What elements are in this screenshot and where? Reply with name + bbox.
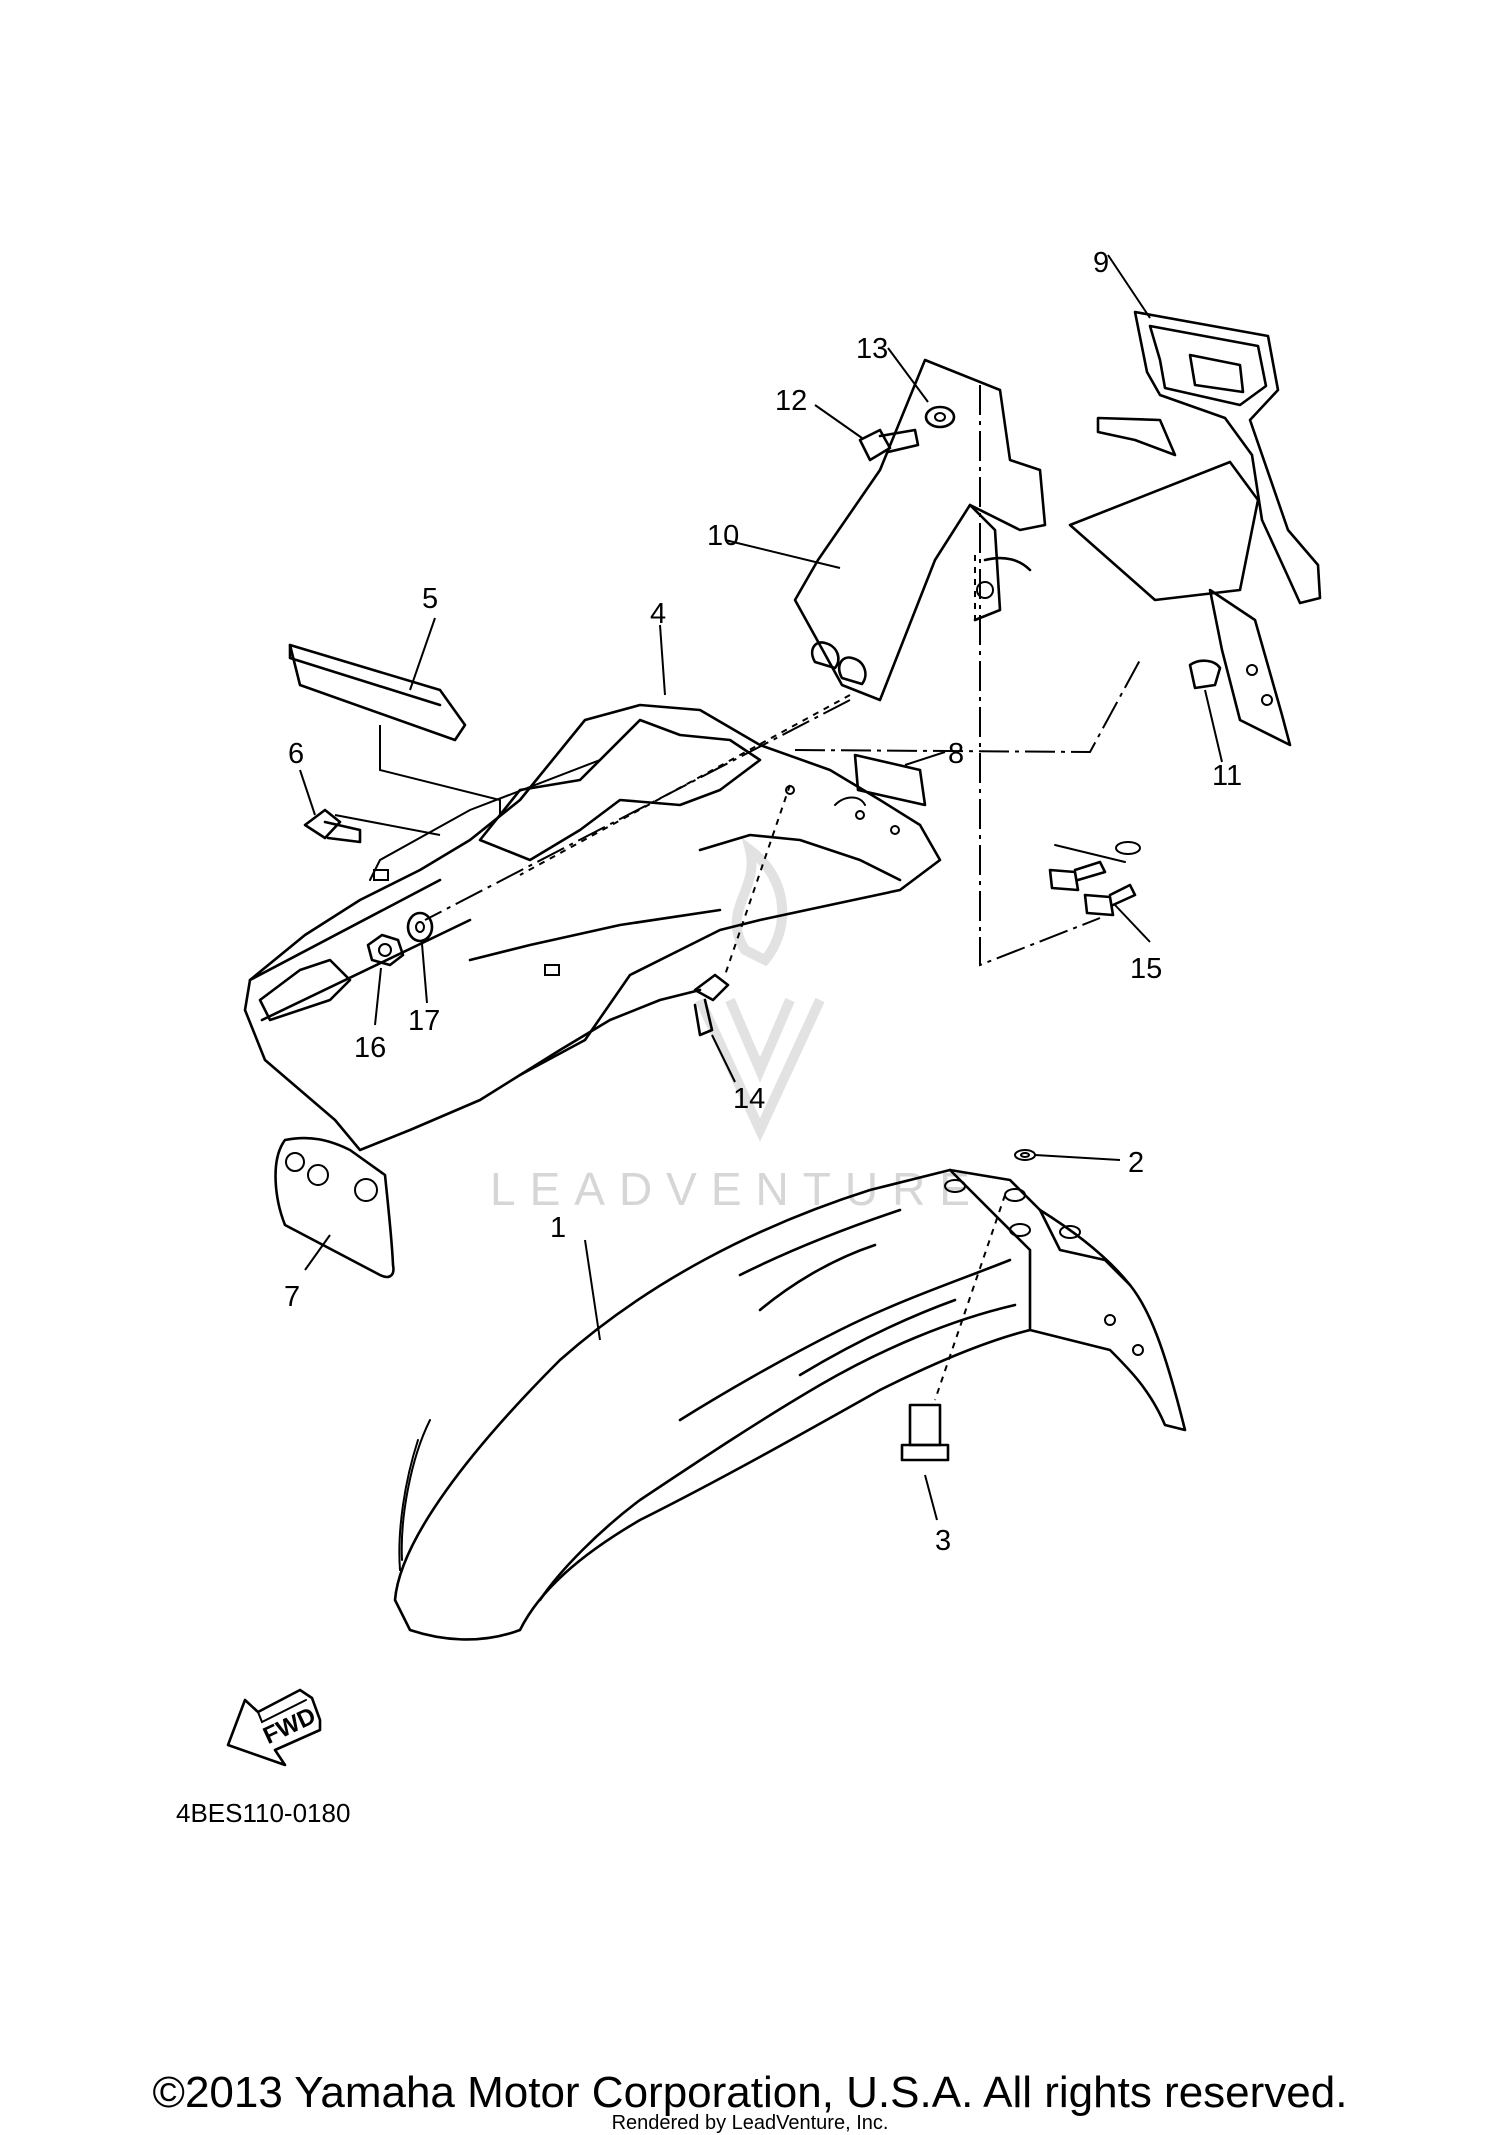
part-2-washer [1014, 1149, 1036, 1161]
part-6-bolt [303, 808, 362, 844]
callout-7: 7 [284, 1281, 300, 1313]
watermark-logo [695, 837, 825, 1142]
callout-6: 6 [288, 738, 304, 770]
watermark-text: LEADVENTURE [490, 1163, 984, 1215]
part-7-side-plate [274, 1136, 395, 1279]
part-13-collar [924, 405, 956, 429]
part-14-bolt [693, 973, 730, 1037]
callout-17: 17 [408, 1005, 440, 1037]
part-10-fender-extension [793, 358, 1047, 702]
callout-4: 4 [650, 598, 666, 630]
callout-3: 3 [935, 1525, 951, 1557]
callout-11: 11 [1212, 760, 1242, 792]
callout-13: 13 [856, 333, 888, 365]
assembly-lines [334, 385, 1141, 1401]
part-16-nut [366, 933, 405, 967]
callout-16: 16 [354, 1032, 386, 1064]
callout-labels: 1 2 3 4 5 6 7 8 9 10 11 12 13 14 15 16 1… [284, 247, 1242, 1557]
part-12-bolt [858, 428, 920, 462]
callout-12: 12 [775, 385, 807, 417]
callout-15: 15 [1130, 953, 1162, 985]
part-11-grommet [1188, 659, 1222, 690]
copyright-notice: ©2013 Yamaha Motor Corporation, U.S.A. A… [152, 2068, 1348, 2117]
part-9-tail-light-bracket [1068, 310, 1322, 747]
part-3-bolt [900, 1403, 950, 1462]
rendered-by-credit: Rendered by LeadVenture, Inc. [611, 2112, 889, 2134]
part-17-washer [406, 911, 434, 943]
callout-10: 10 [707, 520, 739, 552]
callout-14: 14 [733, 1083, 765, 1115]
fwd-arrow-icon: FWD [226, 1688, 322, 1767]
part-4-rear-fender [243, 703, 942, 1152]
callout-1: 1 [550, 1212, 566, 1244]
part-15-screws [1048, 841, 1141, 917]
callout-9: 9 [1093, 247, 1109, 279]
diagram-id: 4BES110-0180 [176, 1798, 351, 1828]
callout-8: 8 [948, 738, 964, 770]
callout-5: 5 [422, 583, 438, 615]
leader-lines [299, 254, 1223, 1521]
part-8-plate [853, 753, 927, 807]
callout-2: 2 [1128, 1147, 1144, 1179]
part-1-front-fender [393, 1168, 1187, 1641]
part-5-cushion-strip [288, 643, 467, 742]
